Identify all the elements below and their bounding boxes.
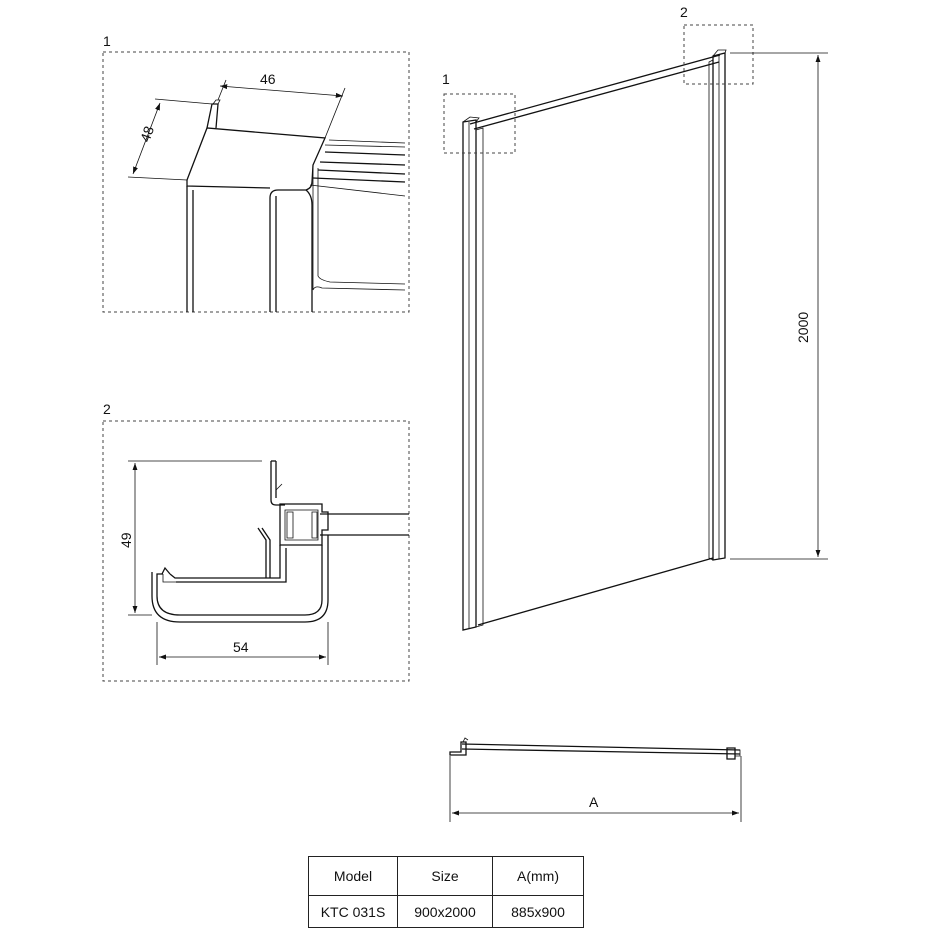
- plan-dimension-a: A: [449, 756, 742, 822]
- plan-view: A: [449, 737, 742, 822]
- dimension-a-label: A: [589, 794, 599, 810]
- dimension-54-label: 54: [233, 639, 249, 655]
- detail-1-frame: [102, 51, 410, 313]
- detail-2-frame: [102, 420, 410, 682]
- spec-table-header-row: Model Size A(mm): [308, 856, 584, 896]
- header-a-mm: A(mm): [492, 856, 584, 896]
- panel-dimension-height: 2000: [730, 52, 828, 560]
- callout-2-box: [683, 24, 754, 85]
- spec-table: Model Size A(mm) KTC 031S 900x2000 885x9…: [308, 856, 584, 928]
- cell-model: KTC 031S: [308, 895, 398, 928]
- cell-size: 900x2000: [397, 895, 493, 928]
- detail-1-profile: [186, 99, 406, 312]
- callout-1-box: [443, 93, 516, 154]
- dimension-49-label: 49: [118, 532, 134, 548]
- detail-1: 1: [102, 33, 410, 313]
- dimension-46-label: 46: [260, 71, 276, 87]
- dimension-2000-label: 2000: [795, 312, 811, 343]
- detail-2-label: 2: [103, 401, 111, 417]
- detail-2-dimension-width: 54: [156, 622, 329, 665]
- glass-panel: [462, 49, 727, 631]
- panel-view: 1 2 2000: [442, 4, 828, 631]
- header-size: Size: [397, 856, 493, 896]
- detail-1-label: 1: [103, 33, 111, 49]
- callout-2-label: 2: [680, 4, 688, 20]
- cell-a-mm: 885x900: [492, 895, 584, 928]
- header-model: Model: [308, 856, 398, 896]
- detail-2-profile: [151, 460, 409, 623]
- plan-profile: [449, 737, 741, 760]
- dimension-48-label: 48: [137, 124, 157, 144]
- detail-1-dimension-depth: 48: [127, 98, 213, 181]
- detail-2-dimension-height: 49: [118, 460, 262, 616]
- detail-2: 2: [102, 401, 410, 682]
- callout-1-label: 1: [442, 71, 450, 87]
- table-row: KTC 031S 900x2000 885x900: [308, 895, 584, 928]
- detail-1-dimension-width: 46: [217, 71, 346, 139]
